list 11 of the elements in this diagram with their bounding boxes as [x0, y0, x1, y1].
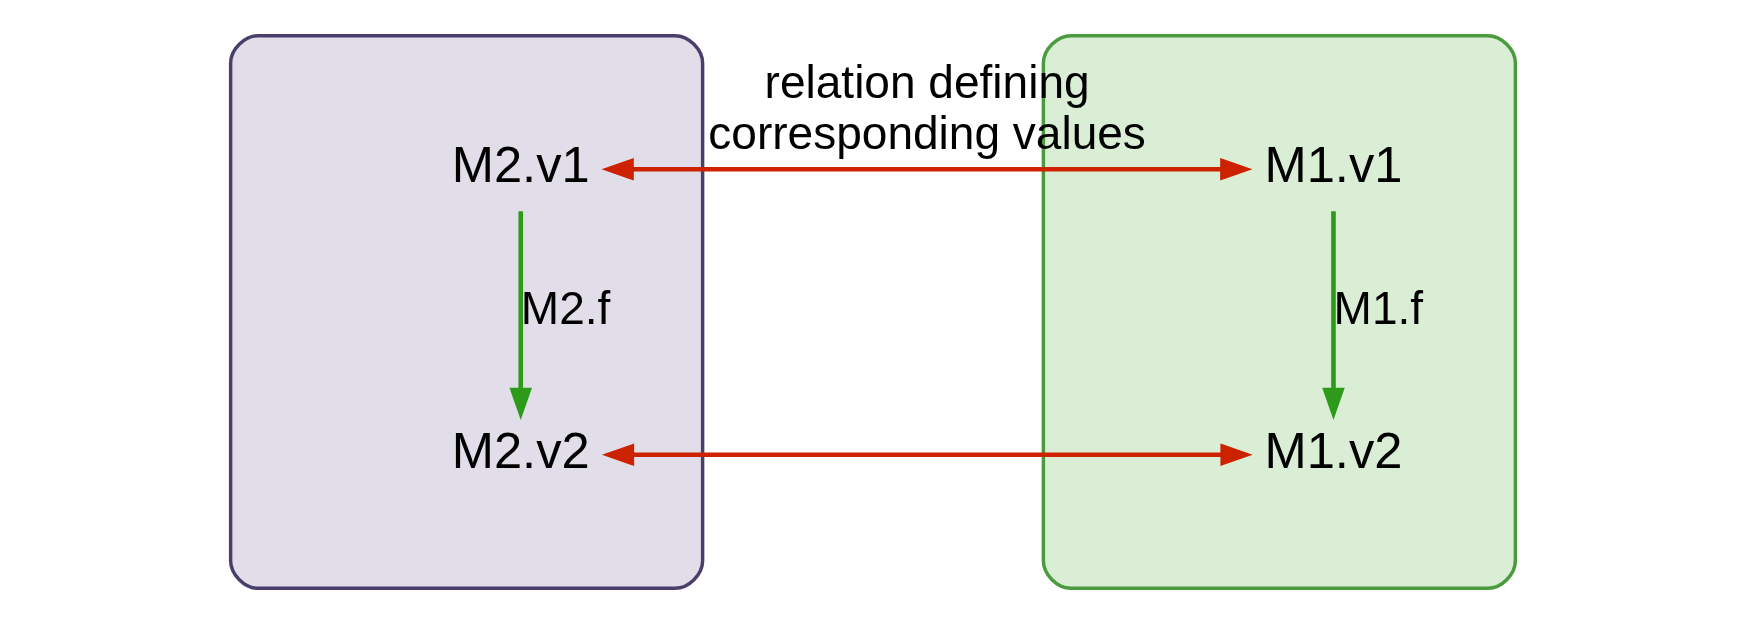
arrow — [509, 211, 533, 420]
node-text: M2.v1 — [451, 136, 590, 194]
edge-label: M2.f — [520, 281, 611, 334]
edge-label: M1.f — [1333, 281, 1424, 334]
cluster — [228, 34, 705, 590]
arrow — [601, 443, 1253, 467]
arrow — [601, 157, 1253, 181]
node-text: M1.v1 — [1264, 136, 1403, 194]
arrow — [1322, 211, 1345, 420]
node-text: M1.v2 — [1264, 421, 1403, 479]
node-text: M2.v2 — [451, 421, 590, 479]
